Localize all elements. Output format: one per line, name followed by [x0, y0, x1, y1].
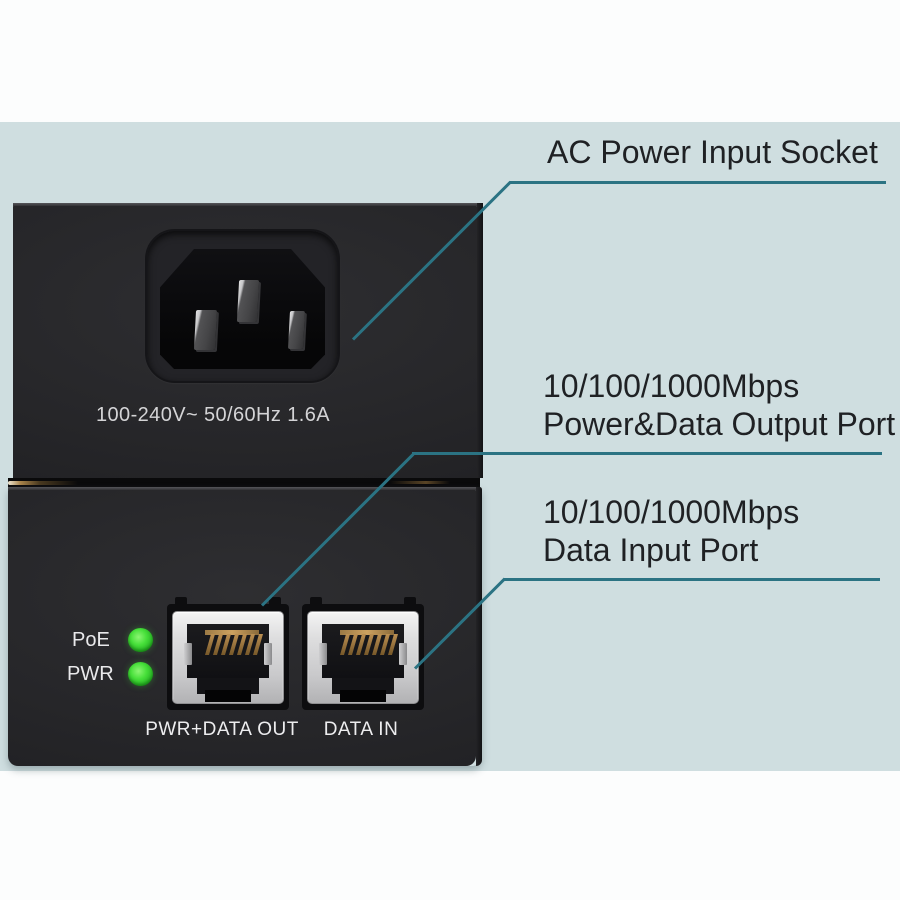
port-output-latch-slot	[205, 690, 251, 702]
port-input-clip-right	[399, 643, 407, 665]
front-unit-side-face	[476, 487, 482, 766]
port-input-contact-bar	[340, 630, 394, 635]
annotation-output-port: 10/100/1000Mbps Power&Data Output Port	[543, 367, 895, 443]
pwr-led-indicator	[128, 662, 153, 686]
poe-led-label: PoE	[72, 629, 110, 651]
junction-glint-right	[390, 481, 450, 484]
device-front-unit: PoE PWR PWR+DATA OUT	[8, 487, 482, 766]
stack-junction	[8, 478, 480, 488]
leader-line-input-horizontal	[504, 578, 880, 581]
port-output-clip-right	[264, 643, 272, 665]
annotation-input-port: 10/100/1000Mbps Data Input Port	[543, 493, 799, 569]
device-rear-unit: 100-240V~ 50/60Hz 1.6A	[13, 203, 483, 478]
annotation-output-line2: Power&Data Output Port	[543, 406, 896, 442]
pwr-led-label: PWR	[67, 663, 114, 685]
leader-line-output-horizontal	[412, 452, 882, 455]
annotation-output-line1: 10/100/1000Mbps	[543, 368, 800, 404]
port-input-latch-slot	[340, 690, 386, 702]
annotation-input-line1: 10/100/1000Mbps	[543, 494, 800, 530]
ac-pin-line	[193, 310, 218, 350]
ac-pin-earth	[236, 280, 260, 322]
rear-unit-side-face	[477, 203, 483, 478]
port-output-label: PWR+DATA OUT	[145, 719, 299, 740]
ac-pin-neutral	[288, 311, 305, 349]
port-output-contact-bar	[205, 630, 259, 635]
port-output-clip-left	[184, 643, 192, 665]
poe-led-indicator	[128, 628, 153, 652]
port-input-clip-left	[319, 643, 327, 665]
leader-line-ac-horizontal	[510, 181, 886, 184]
annotation-ac-socket: AC Power Input Socket	[547, 134, 878, 170]
annotation-input-line2: Data Input Port	[543, 532, 759, 568]
port-input-label: DATA IN	[323, 719, 399, 740]
power-rating-label: 100-240V~ 50/60Hz 1.6A	[96, 404, 330, 426]
junction-glint-left	[8, 481, 78, 485]
